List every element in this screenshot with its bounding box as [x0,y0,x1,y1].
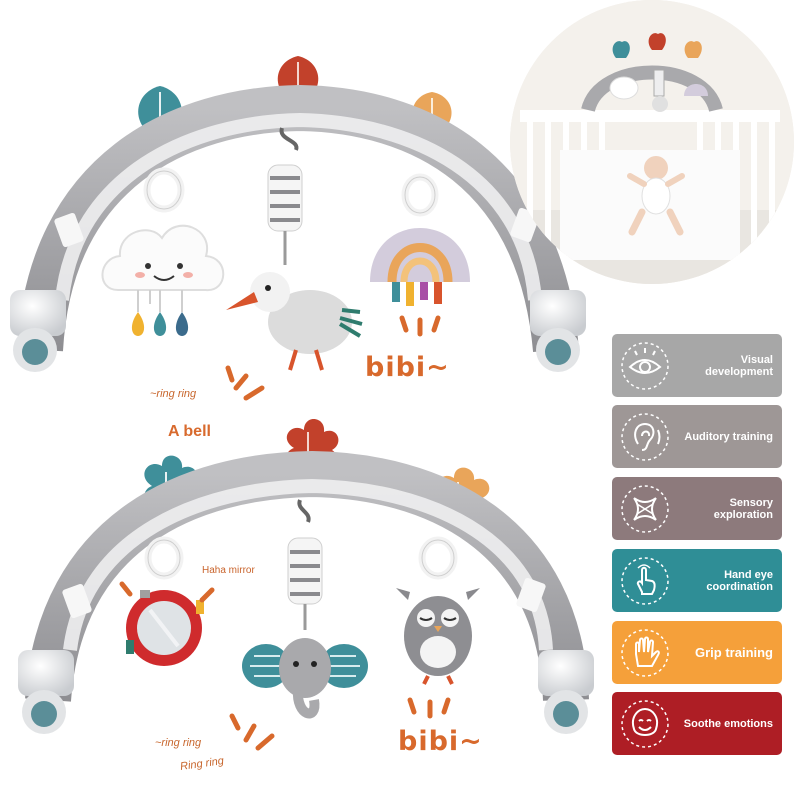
pointing-hand-icon [621,557,669,605]
mirror-toy [126,536,204,666]
rainbow-toy [370,173,470,306]
cloud-toy [101,167,225,336]
feature-card-grip: Grip training [612,621,782,684]
bottom-right-clamp [538,650,594,734]
feature-label: Hand eye coordination [706,568,773,593]
sound-dashes-bottom [119,581,451,751]
feature-label: Soothe emotions [683,717,773,730]
elephant-toy [242,499,368,719]
sensory-icon [621,485,669,533]
pelican-toy [226,127,363,371]
feature-card-hand-eye: Hand eye coordination [612,549,782,612]
bottom-left-clamp [18,650,74,734]
feature-card-sensory: Sensory exploration [612,477,782,540]
feature-label: Visual development [705,353,773,378]
bibi-label-top: bibi~ [365,352,450,383]
feature-label: Sensory exploration [713,496,773,521]
feature-label: Auditory training [684,430,773,443]
feature-card-soothe: Soothe emotions [612,692,782,755]
right-clamp [530,290,586,372]
feature-label: Grip training [695,644,773,660]
owl-toy [396,536,480,685]
ring-ring-label-bottom: ~ring ring [155,737,202,749]
sound-dashes [225,315,441,401]
smiling-face-icon [621,700,669,748]
feature-card-visual: Visual development [612,334,782,397]
a-bell-label: A bell [168,423,211,440]
ear-icon [621,413,669,461]
haha-mirror-label: Haha mirror [202,565,255,576]
feature-card-auditory: Auditory training [612,405,782,468]
crib-photo-inset [510,0,794,284]
bottom-play-arch [18,418,594,751]
eye-icon [621,342,669,390]
open-hand-icon [621,629,669,677]
ring-ring-label-top: ~ring ring [150,388,197,400]
left-clamp [10,290,66,372]
bibi-label-bottom: bibi~ [398,726,483,757]
top-play-arch [10,56,586,401]
